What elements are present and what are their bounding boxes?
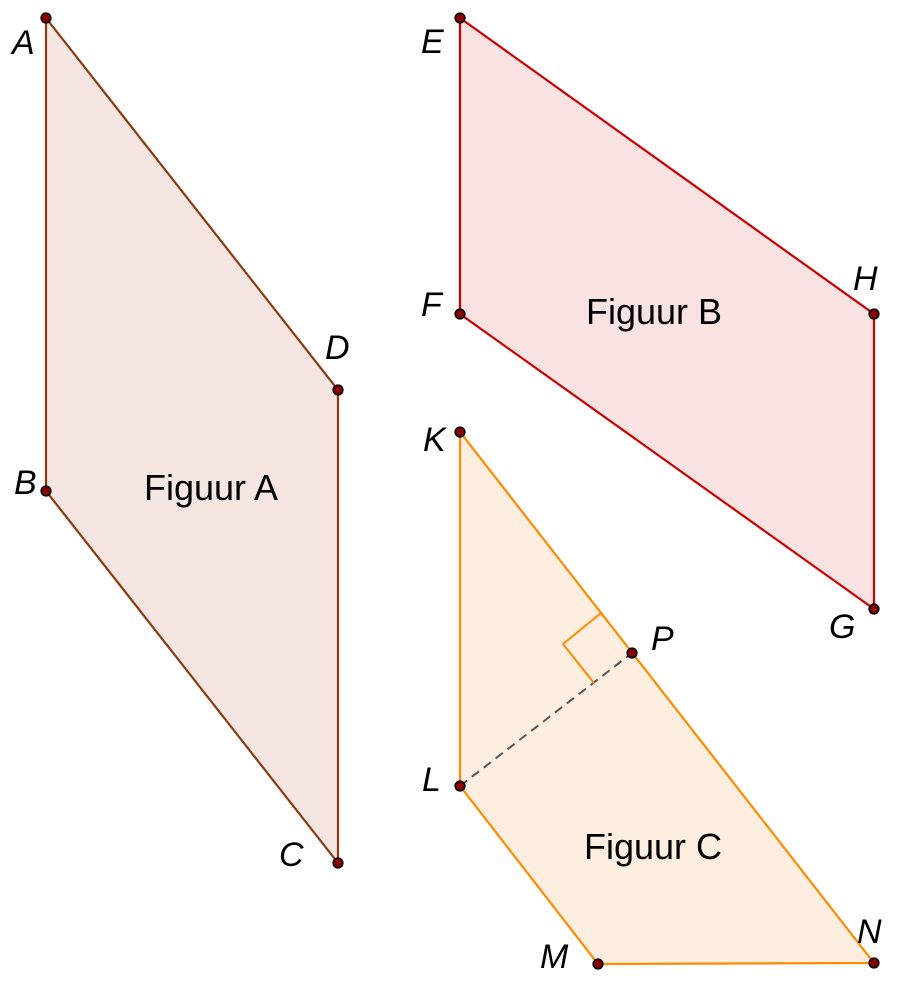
vertex-n [868, 957, 880, 969]
label-p: P [651, 620, 674, 658]
figure-c: Figuur C [458, 428, 877, 966]
label-e: E [421, 23, 444, 61]
label-h: H [853, 260, 878, 298]
figure-b: Figuur B [458, 15, 876, 612]
label-d: D [325, 329, 350, 367]
vertex-h [868, 308, 880, 320]
vertex-m [592, 958, 604, 970]
vertex-a [40, 12, 52, 24]
label-m: M [540, 938, 569, 976]
vertex-d [332, 384, 344, 396]
figure-c-label: Figuur C [584, 826, 722, 867]
vertex-labels: A B C D E F G H K L M N P [10, 23, 882, 976]
vertices [40, 12, 880, 970]
vertex-c [332, 857, 344, 869]
figure-b-label: Figuur B [586, 291, 722, 332]
vertex-k [454, 426, 466, 438]
label-f: F [421, 286, 444, 324]
vertex-l [454, 780, 466, 792]
label-c: C [279, 836, 304, 874]
label-k: K [423, 421, 447, 459]
vertex-b [40, 485, 52, 497]
figure-a-shape [44, 14, 340, 867]
label-a: A [10, 24, 35, 62]
label-g: G [829, 608, 855, 646]
label-l: L [422, 761, 441, 799]
height-line-lp [459, 652, 633, 787]
label-b: B [14, 464, 37, 502]
vertex-g [868, 603, 880, 615]
figure-a: Figuur A [44, 14, 340, 867]
label-n: N [857, 913, 882, 951]
right-angle-marker [561, 612, 602, 684]
vertex-e [454, 12, 466, 24]
vertex-f [454, 308, 466, 320]
figure-a-label: Figuur A [144, 467, 278, 508]
vertex-p [626, 647, 638, 659]
